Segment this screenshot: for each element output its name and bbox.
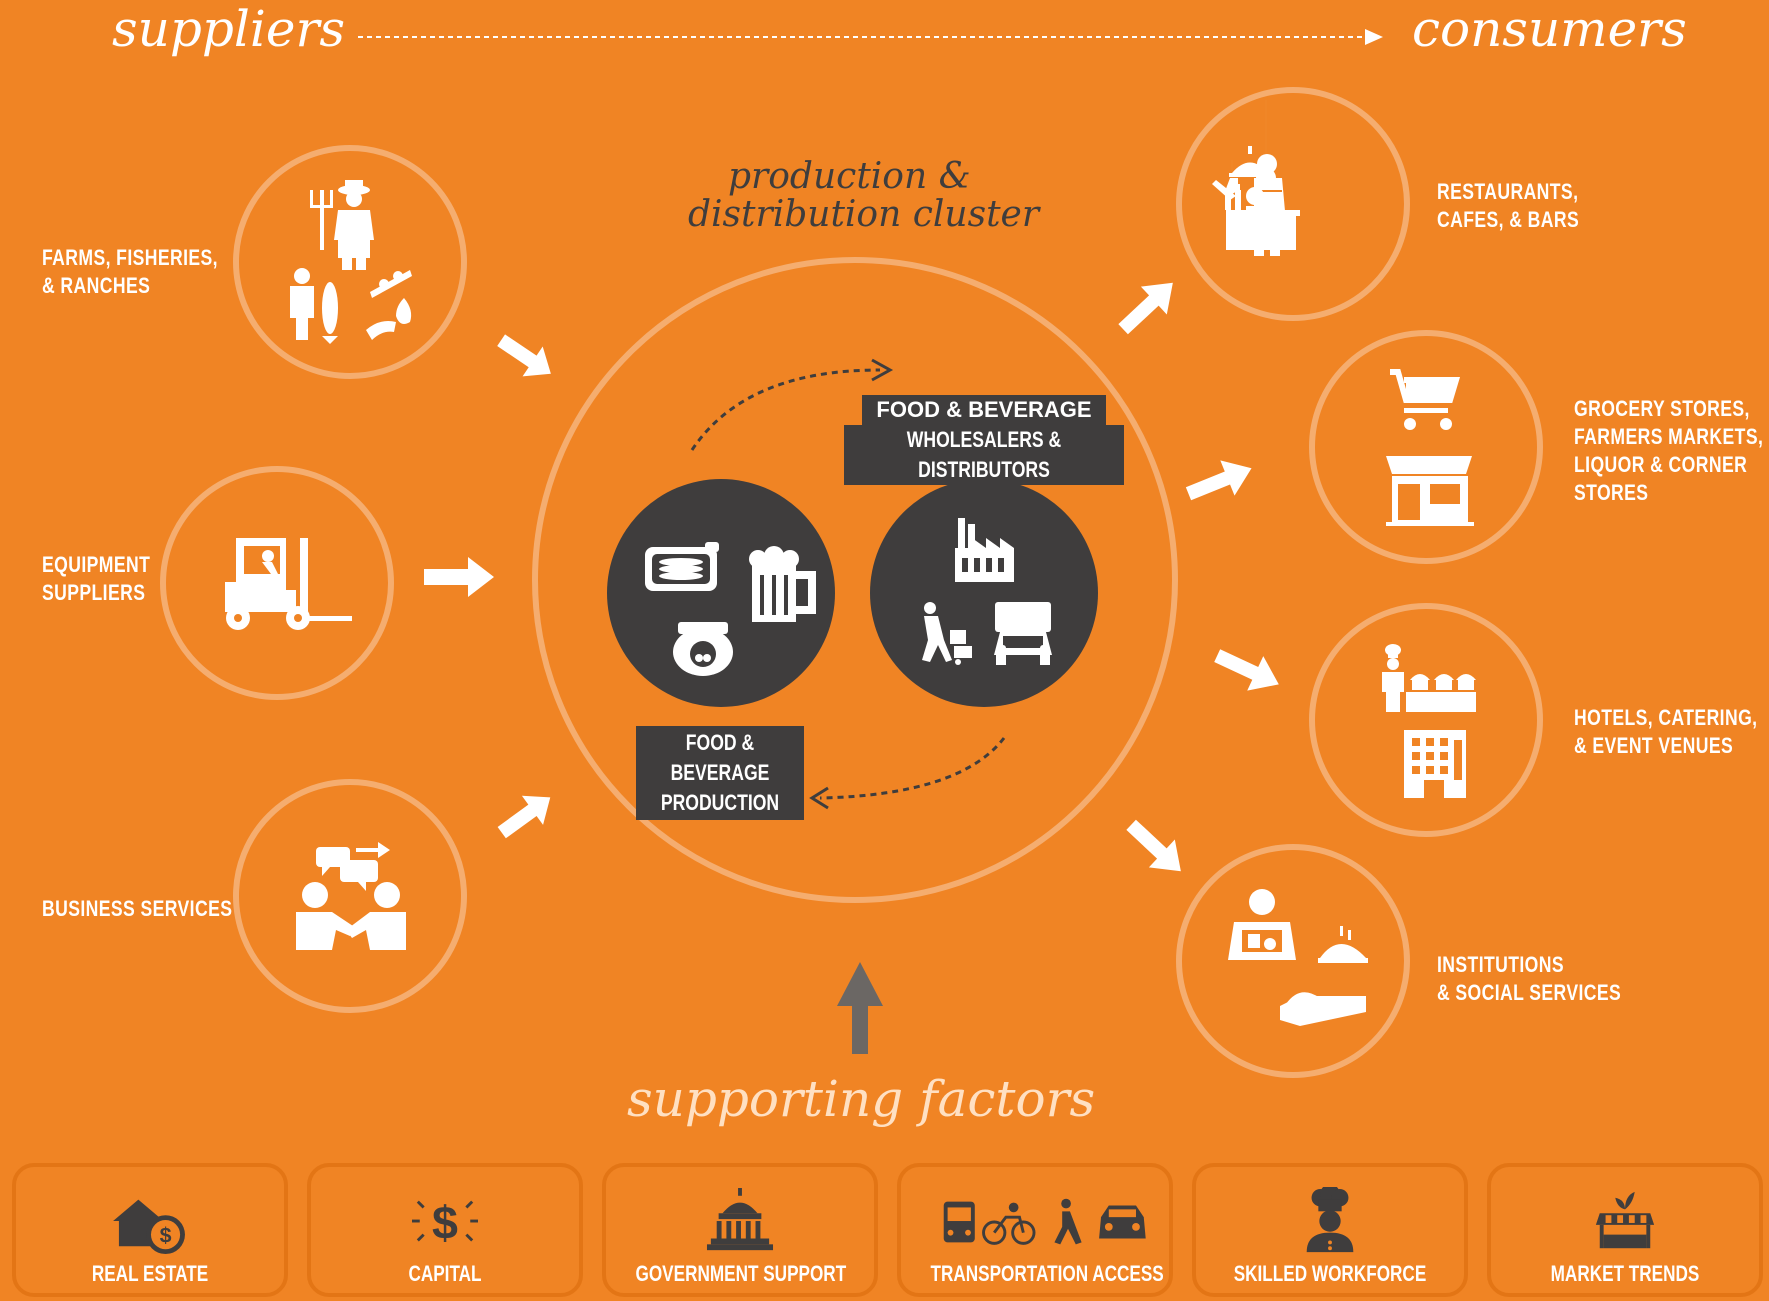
chef-icon	[1306, 1187, 1354, 1253]
svg-text:$: $	[432, 1197, 458, 1249]
market-stall-icon	[1595, 1191, 1655, 1249]
shopping-cart-store-icon	[1386, 369, 1474, 526]
production-tag: FOOD & BEVERAGE PRODUCTION	[636, 726, 804, 820]
arrow-equipment-to-cluster	[424, 557, 494, 597]
transport-icon	[943, 1198, 1146, 1245]
house-dollar-icon: $	[113, 1199, 185, 1255]
consumer-label-grocery-line2: FARMERS MARKETS,	[1574, 424, 1764, 449]
consumer-label-restaurants: RESTAURANTS, CAFES, & BARS	[1437, 178, 1579, 234]
cluster-title-line2: distribution cluster	[688, 194, 1040, 235]
consumer-label-grocery-line4: STORES	[1574, 480, 1649, 505]
chef-hotel-icon	[1382, 644, 1476, 798]
supplier-ring-farms	[233, 145, 467, 379]
worker-dolly-icon	[922, 602, 972, 665]
consumer-label-grocery-line3: LIQUOR & CORNER	[1574, 452, 1748, 477]
arrow-business-to-cluster	[497, 795, 551, 839]
jam-jar-icon	[673, 622, 733, 676]
factor-label-market-trends: MARKET TRENDS	[1550, 1261, 1700, 1286]
factor-capital: $ CAPITAL	[307, 1163, 583, 1297]
production-line2: PRODUCTION	[660, 790, 780, 815]
supplier-label-equipment-line2: SUPPLIERS	[42, 580, 146, 605]
factor-label-government: GOVERNMENT SUPPORT	[635, 1261, 847, 1286]
consumer-label-grocery: GROCERY STORES, FARMERS MARKETS, LIQUOR …	[1574, 395, 1763, 507]
arrow-support-to-cluster	[837, 962, 883, 1054]
capitol-icon	[706, 1188, 774, 1251]
consumer-label-institutions-line2: & SOCIAL SERVICES	[1437, 980, 1622, 1005]
supplier-label-business-line1: BUSINESS SERVICES	[42, 896, 233, 921]
meal-service-icon	[1228, 889, 1368, 1026]
consumer-label-restaurants-line1: RESTAURANTS,	[1437, 179, 1579, 204]
factor-label-capital: CAPITAL	[408, 1261, 482, 1286]
supplier-label-business: BUSINESS SERVICES	[42, 895, 232, 923]
production-line1: FOOD & BEVERAGE	[670, 730, 770, 785]
arrow-cluster-to-grocery	[1185, 460, 1252, 501]
supplier-label-farms-line1: FARMS, FISHERIES,	[42, 245, 218, 270]
consumer-label-institutions-line1: INSTITUTIONS	[1437, 952, 1565, 977]
supporting-factors-row: $ REAL ESTATE $ CAPITAL GOVERNMENT SUPPO…	[12, 1163, 1769, 1301]
forklift-icon	[225, 538, 352, 630]
consumer-ring-hotels	[1309, 603, 1543, 837]
factor-workforce: SKILLED WORKFORCE	[1192, 1163, 1468, 1297]
consumer-label-hotels-line1: HOTELS, CATERING,	[1574, 705, 1758, 730]
factory-icon	[955, 518, 1014, 582]
cluster-ring	[532, 257, 1178, 903]
beer-mug-icon	[749, 546, 816, 622]
factor-real-estate: $ REAL ESTATE	[12, 1163, 288, 1297]
cluster-title-line1: production &	[728, 156, 971, 197]
dollar-icon: $	[411, 1197, 479, 1249]
delivery-truck-icon	[994, 602, 1052, 665]
farmer-fisher-icon	[290, 180, 412, 344]
consumer-label-grocery-line1: GROCERY STORES,	[1574, 396, 1750, 421]
cycle-arrow-bottom	[819, 737, 1006, 800]
supporting-factors-title: supporting factors	[627, 1070, 1096, 1128]
wholesalers-line1: FOOD & BEVERAGE	[862, 395, 1106, 425]
supplier-ring-equipment	[160, 466, 394, 700]
supplier-label-farms-line2: & RANCHES	[42, 273, 151, 298]
production-circle	[607, 479, 835, 707]
supplier-label-equipment: EQUIPMENT SUPPLIERS	[42, 551, 150, 607]
factor-transportation: TRANSPORTATION ACCESS	[897, 1163, 1173, 1297]
factor-government: GOVERNMENT SUPPORT	[602, 1163, 878, 1297]
svg-text:$: $	[160, 1223, 172, 1247]
wholesalers-tag: FOOD & BEVERAGE WHOLESALERS & DISTRIBUTO…	[844, 395, 1124, 485]
arrow-farms-to-cluster	[497, 334, 551, 377]
sardine-can-icon	[645, 542, 719, 591]
waiter-icon	[1212, 99, 1300, 256]
arrow-cluster-to-restaurants	[1118, 282, 1173, 335]
wholesalers-line2: WHOLESALERS & DISTRIBUTORS	[906, 427, 1062, 482]
suppliers-title: suppliers	[112, 0, 346, 58]
factor-label-workforce: SKILLED WORKFORCE	[1233, 1261, 1427, 1286]
consumer-label-hotels-line2: & EVENT VENUES	[1574, 733, 1734, 758]
supplier-label-equipment-line1: EQUIPMENT	[42, 552, 151, 577]
consumer-ring-grocery	[1309, 330, 1543, 564]
consumer-ring-restaurants	[1176, 87, 1410, 321]
consumers-title: consumers	[1412, 0, 1687, 58]
arrow-cluster-to-institutions	[1126, 819, 1181, 872]
handshake-icon	[296, 842, 406, 950]
factor-label-real-estate: REAL ESTATE	[91, 1261, 209, 1286]
arrow-cluster-to-hotels	[1214, 649, 1279, 691]
factor-market-trends: MARKET TRENDS	[1487, 1163, 1763, 1297]
consumer-label-restaurants-line2: CAFES, & BARS	[1437, 207, 1580, 232]
distribution-circle	[870, 479, 1098, 707]
consumer-ring-institutions	[1176, 844, 1410, 1078]
consumer-label-hotels: HOTELS, CATERING, & EVENT VENUES	[1574, 704, 1757, 760]
consumer-label-institutions: INSTITUTIONS & SOCIAL SERVICES	[1437, 951, 1621, 1007]
supplier-label-farms: FARMS, FISHERIES, & RANCHES	[42, 244, 218, 300]
factor-label-transportation: TRANSPORTATION ACCESS	[930, 1261, 1164, 1286]
supplier-ring-business	[233, 779, 467, 1013]
cycle-arrow-top	[690, 368, 881, 451]
supply-chain-arrow	[358, 29, 1383, 45]
